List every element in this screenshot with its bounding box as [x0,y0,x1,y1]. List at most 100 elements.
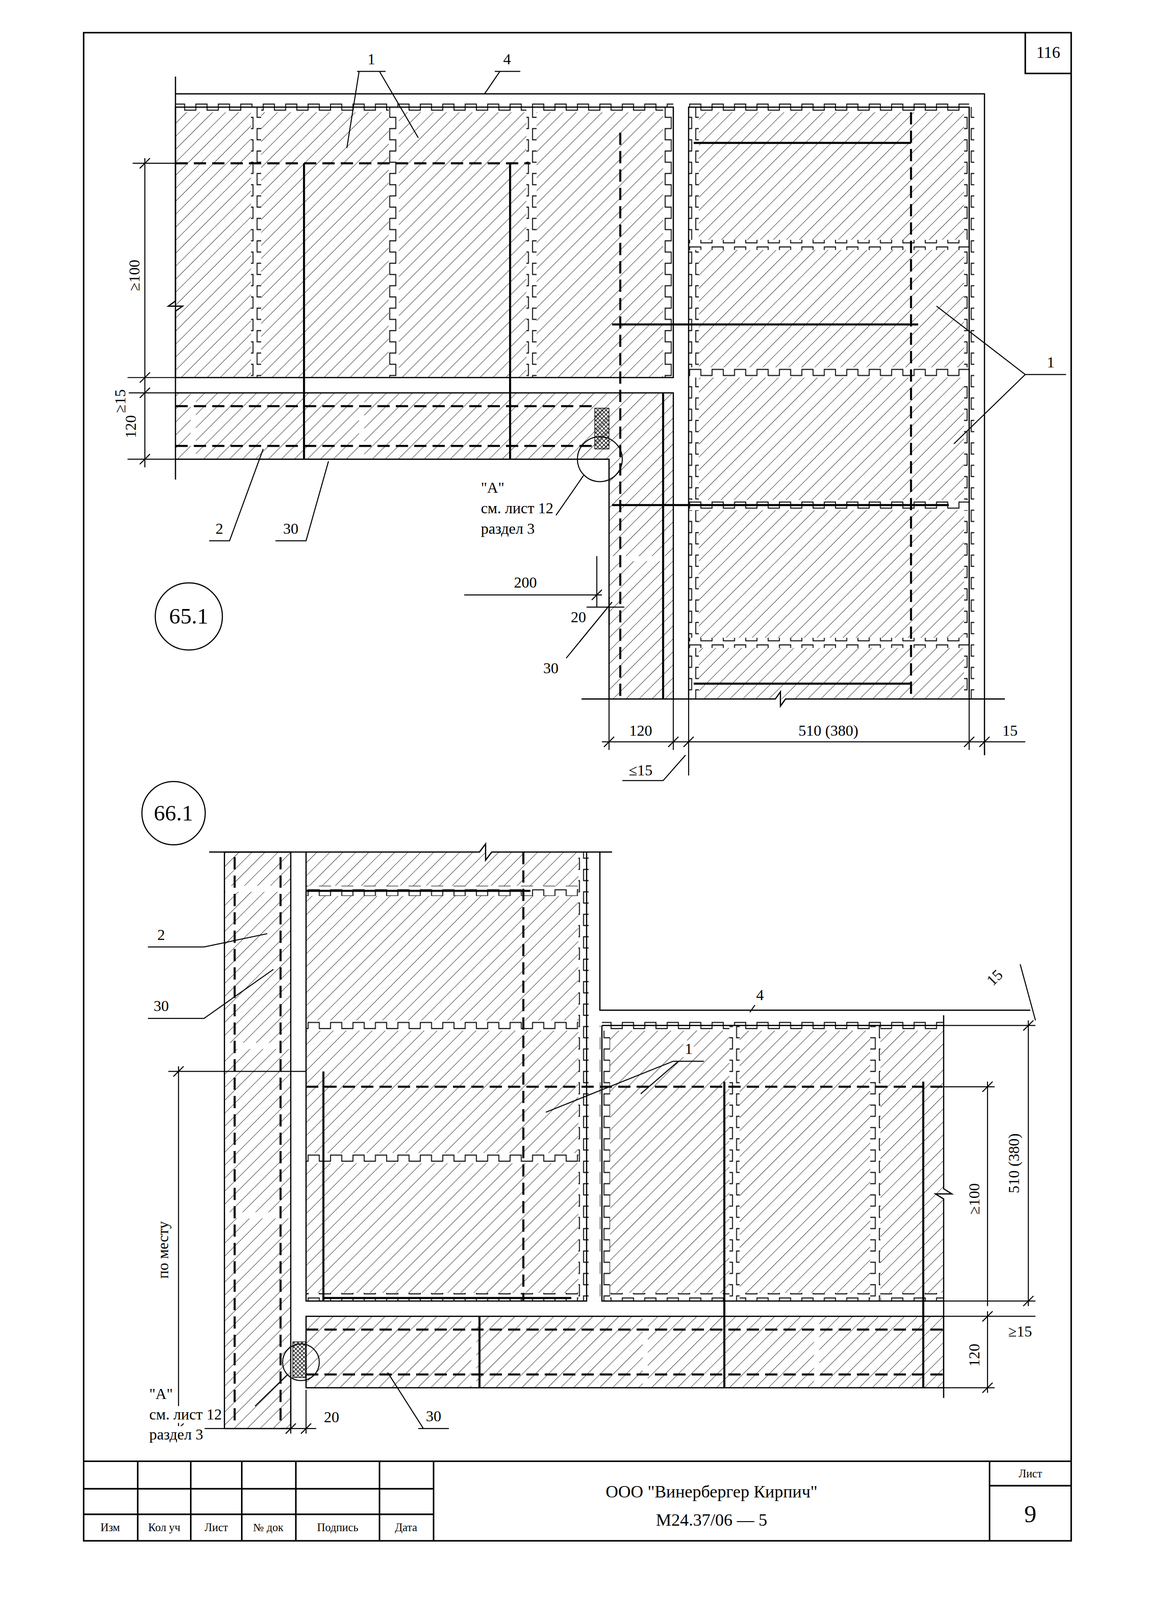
wall-blocks-65-1-part [688,637,970,648]
wall-blocks-66-1-part [306,1316,944,1388]
wall-blocks-65-1-part [388,107,399,378]
wall-blocks-65-1-part [175,112,949,699]
title-block-cell: ООО "Винербергер Кирпич" М24.37/06 — 5 [433,1461,990,1541]
title-text: ООО "Винербергер Кирпич" [605,1482,818,1502]
detail-number: 65.1 [169,603,209,629]
table-header: Дата [393,1521,419,1534]
wall-blocks-66-1-part [234,851,944,1424]
title-text: Лист [1018,1466,1043,1480]
wall-blocks-66-1-part [471,1316,477,1388]
wall-blocks-65-1-part [175,392,609,460]
table-header: Кол уч [146,1521,182,1534]
title-text: М24.37/06 — 5 [655,1510,767,1530]
wall-blocks-65-1 [168,76,1005,756]
wall-blocks-66-1-part [306,1020,587,1031]
callout-number: 30 [541,659,561,677]
dimensions-65-1-part [936,306,1066,444]
dimensions-65-1-part [555,475,584,515]
callout-number: 4 [501,50,513,68]
dimensions-66-1-part [943,1081,995,1306]
sheet-frame-part [83,32,1072,1541]
dimensions-65-1-part [602,698,1026,776]
sheet-cell: Лист9 [989,1461,1071,1541]
wall-blocks-66-1-part [292,1341,306,1378]
dimension-label: 510 (380) [1005,1131,1023,1194]
dimension-label: ≥15 [1007,1322,1034,1340]
title-text: 116 [1036,44,1061,62]
detail-number-circle: 65.1 [153,580,225,653]
wall-blocks-65-1-part [673,107,689,699]
callout-number: 30 [281,519,300,537]
table-header: Подпись [315,1521,360,1534]
callout-number: 1 [1045,353,1056,371]
dimensions-65-1-part [464,555,625,625]
circle-outline [154,582,222,650]
wall-blocks-66-1-part [729,1025,740,1301]
sheet-number-box: 116 [1025,32,1072,74]
dimensions-65-1-part [484,71,520,94]
callout-number: 1 [683,1040,695,1058]
detail-number-circle: 66.1 [139,779,208,847]
table-header: № док [252,1521,285,1534]
wall-blocks-65-1-part [175,112,911,699]
wall-blocks-65-1-part [663,107,674,378]
dimensions-66-1-part [943,1020,1036,1307]
dimension-label: ≥100 [126,258,144,293]
dimensions-66-1-part [387,1372,449,1429]
wall-blocks-66-1-part [599,851,1031,1010]
dimension-label: см. лист 12 [148,1405,224,1423]
dimension-label: раздел 3 [148,1425,205,1443]
wall-blocks-66-1-part [306,1316,944,1388]
sheet-frame [83,32,1072,1541]
wall-blocks-66-1-part [870,1025,881,1301]
callout-number: 2 [155,926,167,943]
wall-blocks-65-1-part [175,392,674,700]
wall-blocks-65-1-part [175,107,674,378]
wall-blocks-65-1-part [175,107,674,378]
wall-blocks-65-1-part [688,107,699,699]
wall-blocks-66-1-part [306,851,587,1301]
table-header: Изм [98,1521,122,1534]
dimensions-65-1-part [346,71,419,149]
wall-blocks-65-1-part [688,107,970,699]
dimension-label: по месту [154,1219,172,1280]
dimension-label: 200 [512,574,539,592]
dimensions-65-1-part [209,448,329,541]
wall-blocks-66-1-part [209,843,613,860]
dimension-label: 510 (380) [797,721,860,739]
table-header: Лист [203,1521,230,1534]
dimension-label: ≥15 [112,387,129,415]
dimensions-66-1-part [1020,963,1036,1020]
dimension-label: 20 [569,608,588,626]
dimension-label: ≥100 [965,1181,983,1216]
detail-number: 66.1 [153,800,193,826]
wall-blocks-66-1-part [209,843,1031,1429]
wall-blocks-65-1-part [526,107,537,378]
wall-blocks-65-1-part [688,239,970,250]
wall-blocks-65-1-part [168,76,1005,756]
wall-blocks-66-1-part [602,1025,944,1301]
dimensions-66-1-part [545,1060,705,1112]
callout-number: 1 [365,50,377,68]
dimensions-65-1-part [139,158,150,465]
wall-blocks-65-1-part [688,107,970,699]
dimension-label: 15 [1000,721,1019,739]
dimension-label: см. лист 12 [479,499,555,517]
dimensions-66-1-part [749,1004,755,1013]
callout-number: 2 [214,519,225,537]
wall-blocks-65-1-part [251,107,262,378]
dimension-label: "А" [479,479,506,497]
dimensions-65-1-part [622,755,686,781]
dimension-label: 120 [122,413,139,440]
wall-blocks-66-1-part [306,851,587,1301]
dimensions-66-1-part [255,1373,289,1406]
wall-blocks-65-1-part [359,392,365,460]
sheet-frame-part [1025,32,1072,74]
dimensions-65-1-part [577,436,623,482]
dimension-label: 15 [982,965,1008,990]
dimension-label: "А" [148,1384,175,1402]
wall-blocks-66-1-part [813,1316,819,1388]
wall-blocks-66-1-part [306,890,924,1388]
dimension-label: 20 [322,1408,341,1426]
wall-blocks-66-1 [209,843,1031,1429]
